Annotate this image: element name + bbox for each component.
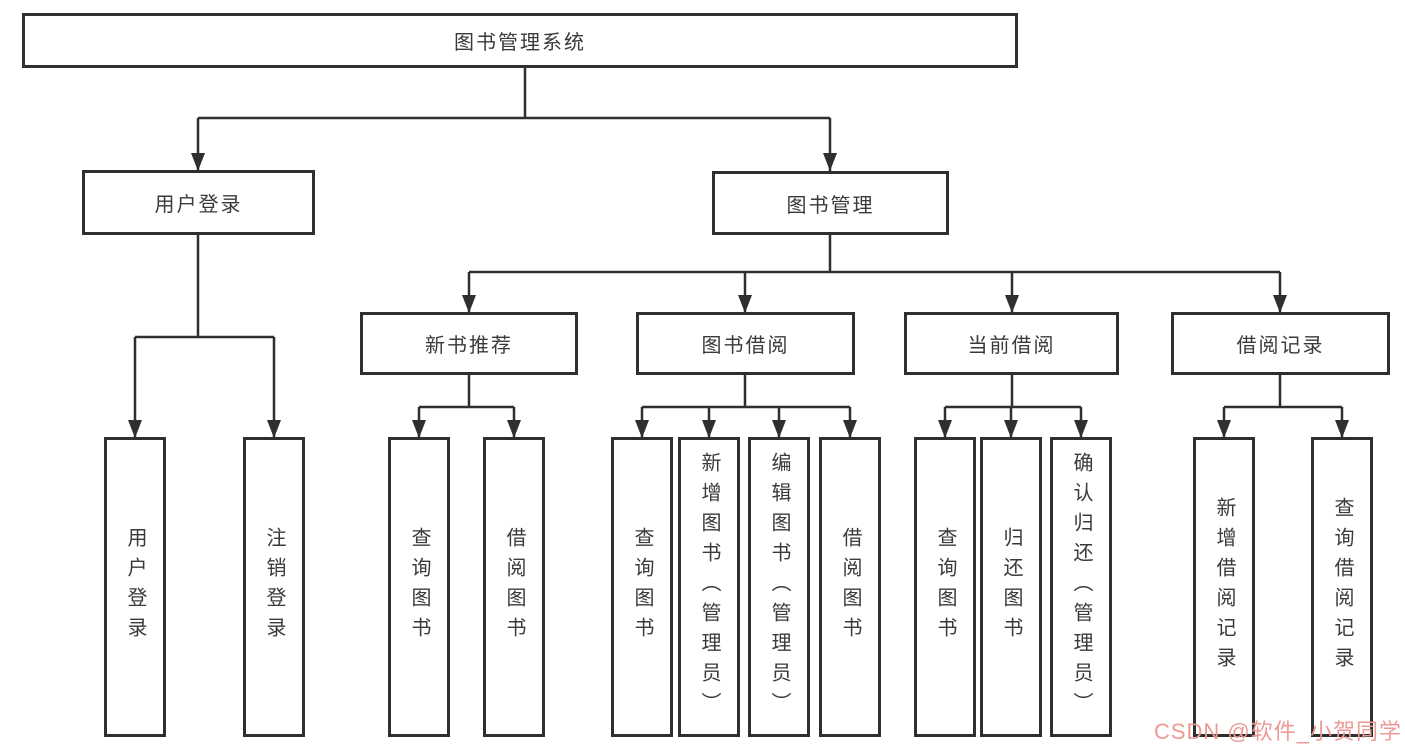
leaf-borrow-edit-book-admin: 编辑图书（管理员） bbox=[748, 437, 810, 737]
node-book-management: 图书管理 bbox=[712, 171, 949, 235]
tree-connectors bbox=[128, 68, 1349, 438]
leaf-recommend-borrow-book: 借阅图书 bbox=[483, 437, 545, 737]
leaf-recommend-query-book: 查询图书 bbox=[388, 437, 450, 737]
leaf-logout: 注销登录 bbox=[243, 437, 305, 737]
leaf-record-query-record: 查询借阅记录 bbox=[1311, 437, 1373, 737]
node-book-borrow: 图书借阅 bbox=[636, 312, 855, 375]
node-new-book-recommend: 新书推荐 bbox=[360, 312, 578, 375]
leaf-record-add-record: 新增借阅记录 bbox=[1193, 437, 1255, 737]
leaf-borrow-query-book: 查询图书 bbox=[611, 437, 673, 737]
leaf-current-confirm-return-admin: 确认归还（管理员） bbox=[1050, 437, 1112, 737]
csdn-watermark: CSDN @软件_小贺同学 bbox=[1153, 719, 1402, 744]
node-root-system: 图书管理系统 bbox=[22, 13, 1018, 68]
leaf-borrow-add-book-admin: 新增图书（管理员） bbox=[678, 437, 740, 737]
node-current-borrow: 当前借阅 bbox=[904, 312, 1119, 375]
node-user-login: 用户登录 bbox=[82, 170, 315, 235]
leaf-borrow-borrow-book: 借阅图书 bbox=[819, 437, 881, 737]
arrowheads bbox=[128, 118, 1349, 438]
leaf-user-login: 用户登录 bbox=[104, 437, 166, 737]
node-borrow-record: 借阅记录 bbox=[1171, 312, 1390, 375]
connector-trunk-lines bbox=[135, 68, 1342, 409]
leaf-current-query-book: 查询图书 bbox=[914, 437, 976, 737]
leaf-current-return-book: 归还图书 bbox=[980, 437, 1042, 737]
